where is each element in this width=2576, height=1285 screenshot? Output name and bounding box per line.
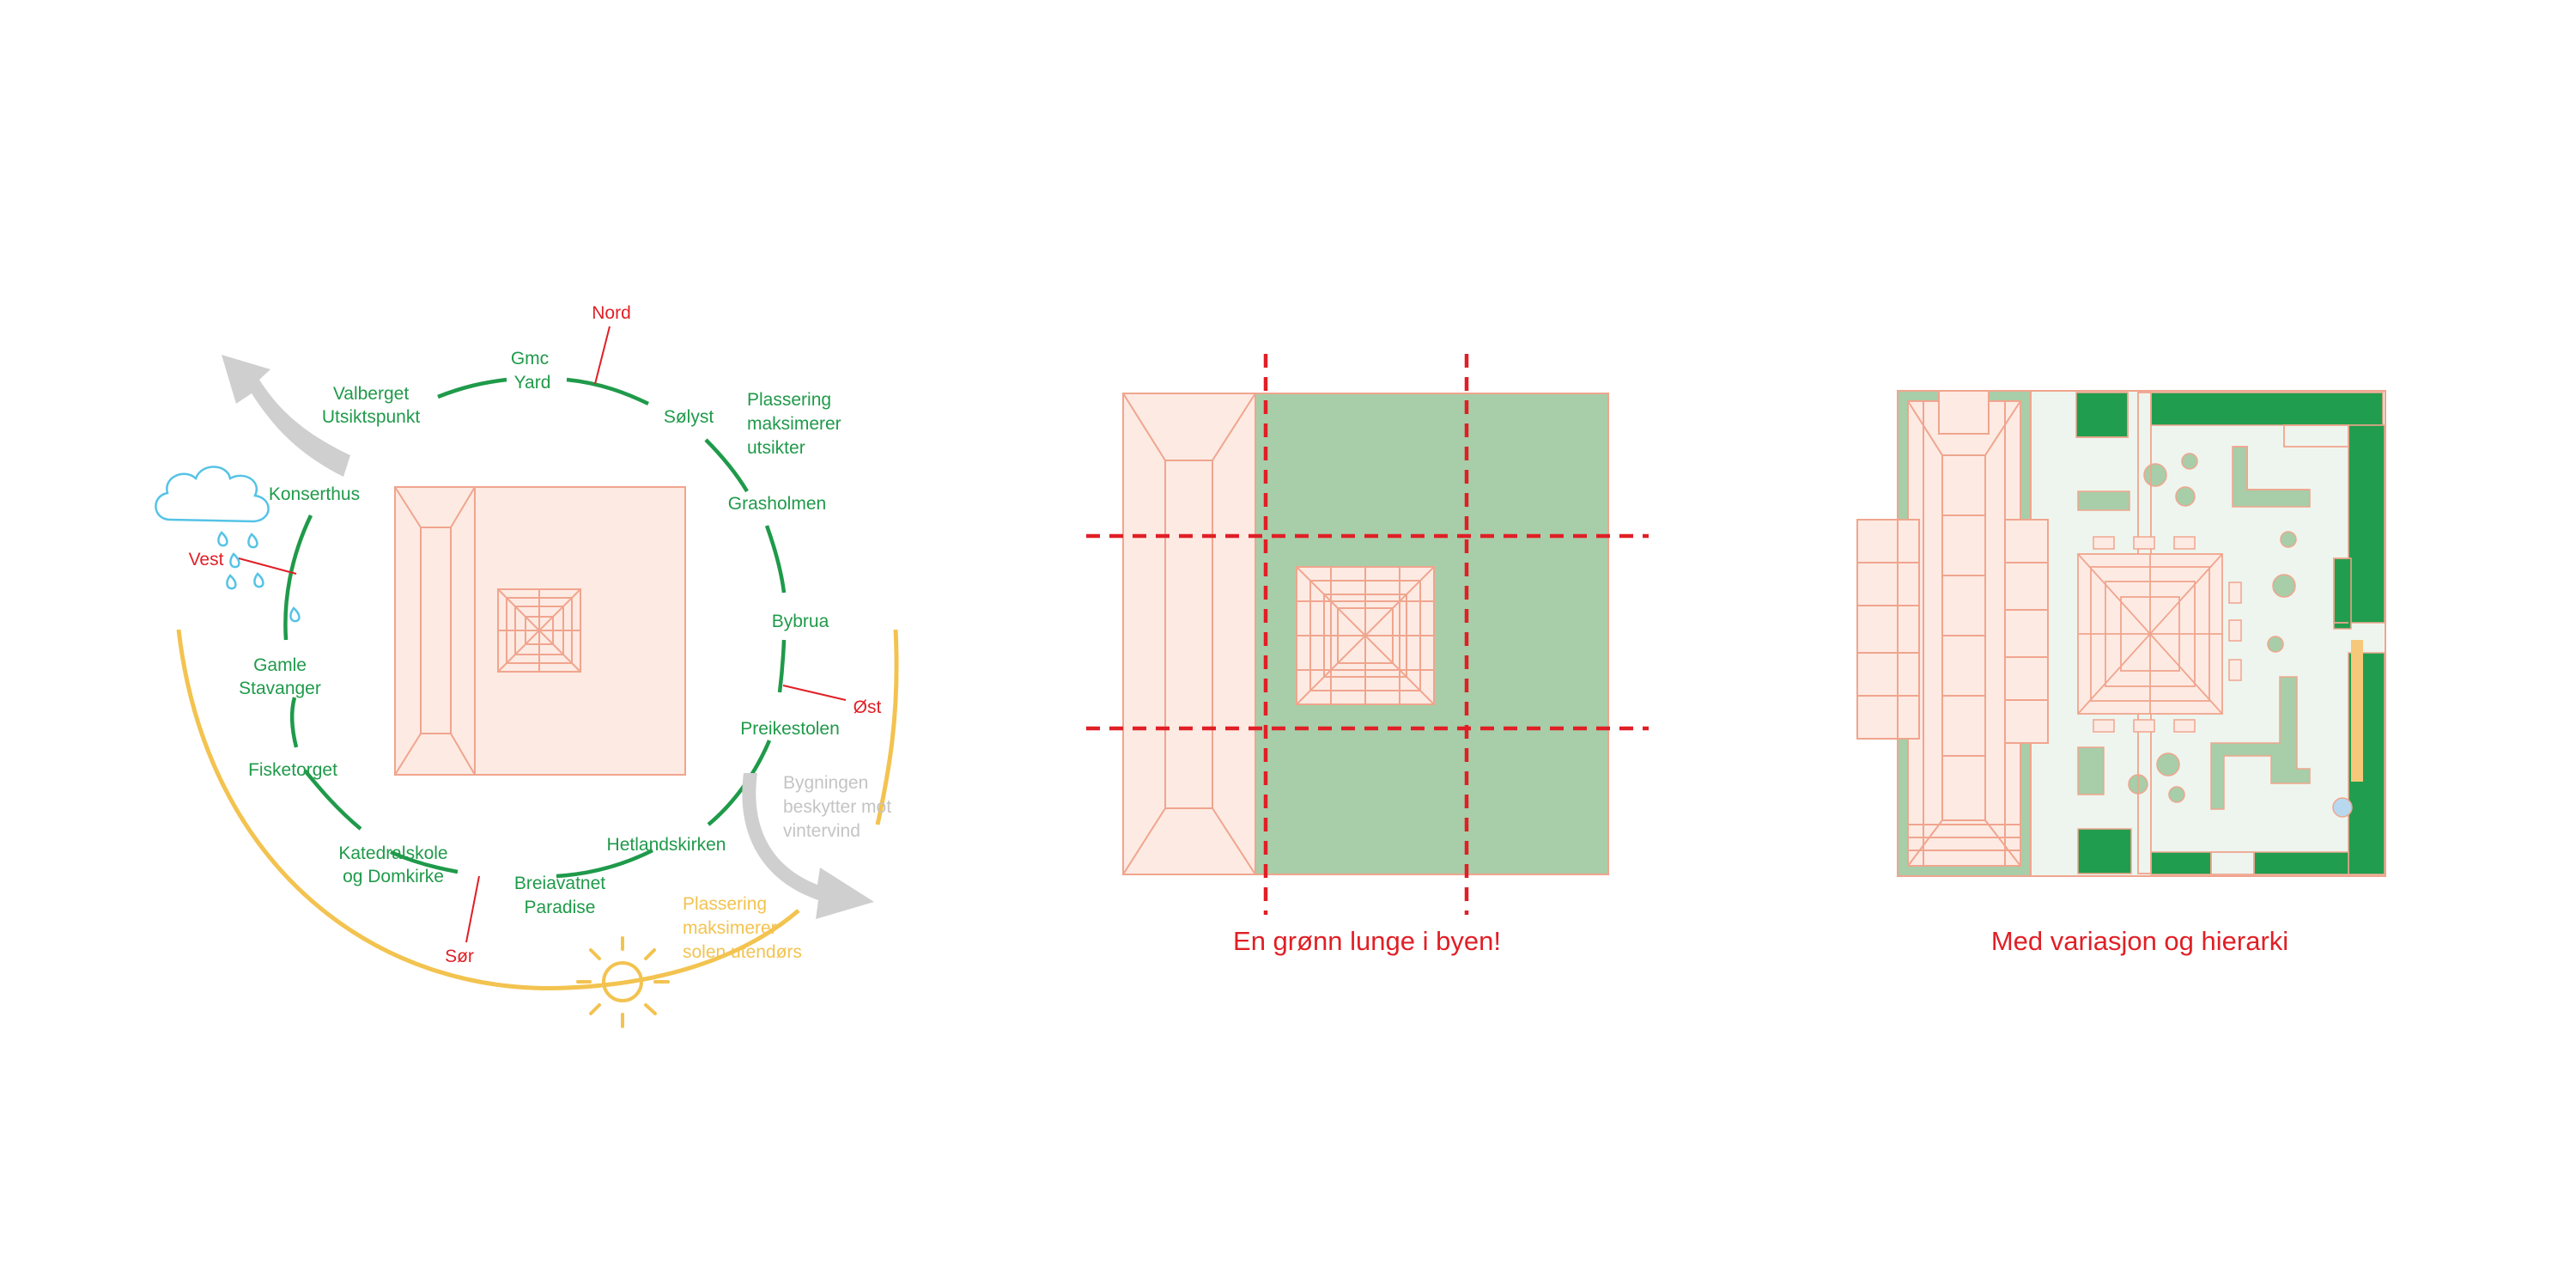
place-grasholmen: Grasholmen [728, 494, 826, 514]
central-pavilion [1296, 566, 1435, 705]
wind-arrow-northwest [222, 355, 350, 477]
yellow-strip [2351, 640, 2363, 782]
place-gamle-line1: Gamle [253, 655, 307, 675]
note-sun-line1: Plassering [683, 894, 767, 914]
place-valberget-line1: Valberget [333, 384, 410, 404]
place-gamle-line2: Stavanger [239, 679, 321, 698]
central-pavilion-large [2077, 553, 2223, 715]
caption-green-lung: En grønn lunge i byen! [1233, 926, 1501, 956]
place-ring [283, 377, 787, 879]
note-views-line2: maksimerer [747, 414, 841, 434]
note-views-line1: Plassering [747, 390, 831, 410]
compass-south-label: Sør [445, 947, 474, 966]
place-fisketorget: Fisketorget [248, 760, 337, 780]
note-sun-line3: solen utendørs [683, 942, 802, 962]
wind-arrow-southeast [742, 773, 874, 919]
sun-path-arc [176, 629, 800, 990]
note-sun-line2: maksimerer [683, 918, 777, 938]
place-valberget-line2: Utsiktspunkt [322, 407, 421, 427]
note-views-line3: utsikter [747, 438, 805, 458]
compass-north-label: Nord [592, 303, 631, 323]
site-context-diagram: Nord Vest Øst Sør Gmc Yard Sølyst Valber… [155, 303, 899, 1028]
place-gmc-line1: Gmc [511, 349, 549, 368]
grid-lines [1086, 354, 1649, 915]
compass-ticks [238, 326, 847, 943]
place-katedral-line2: og Domkirke [343, 867, 444, 886]
place-breiavatnet-line1: Breiavatnet [514, 874, 605, 893]
place-konserthus: Konserthus [269, 484, 360, 504]
west-building [1856, 390, 2049, 877]
compass-west-label: Vest [189, 550, 224, 569]
place-hetlandskirken: Hetlandskirken [607, 835, 726, 855]
cloud-icon [155, 466, 270, 523]
note-wind-line2: beskytter mot [783, 797, 891, 817]
building-plan-small [394, 486, 686, 776]
note-wind-line1: Bygningen [783, 773, 868, 793]
sun-path-arc-right [875, 629, 899, 825]
seating-tables [2093, 536, 2242, 733]
place-katedral-line1: Katedralskole [338, 843, 447, 863]
place-solyst: Sølyst [664, 407, 714, 427]
caption-hierarchy: Med variasjon og hierarki [1991, 926, 2288, 956]
rain-icon [217, 531, 301, 623]
compass-east-label: Øst [854, 697, 882, 717]
hierarchy-diagram: Med variasjon og hierarki [1856, 390, 2386, 956]
side-wing [1122, 393, 1256, 875]
green-lung-diagram: En grønn lunge i byen! [1086, 354, 1649, 956]
light-green-patches [2077, 446, 2311, 810]
place-gmc-line2: Yard [514, 373, 551, 393]
note-wind-line3: vintervind [783, 821, 860, 841]
place-preikestolen: Preikestolen [740, 719, 840, 739]
sun-icon [576, 936, 670, 1028]
water-feature [2332, 797, 2353, 818]
place-breiavatnet-line2: Paradise [525, 898, 596, 917]
place-bybrua: Bybrua [772, 612, 829, 631]
